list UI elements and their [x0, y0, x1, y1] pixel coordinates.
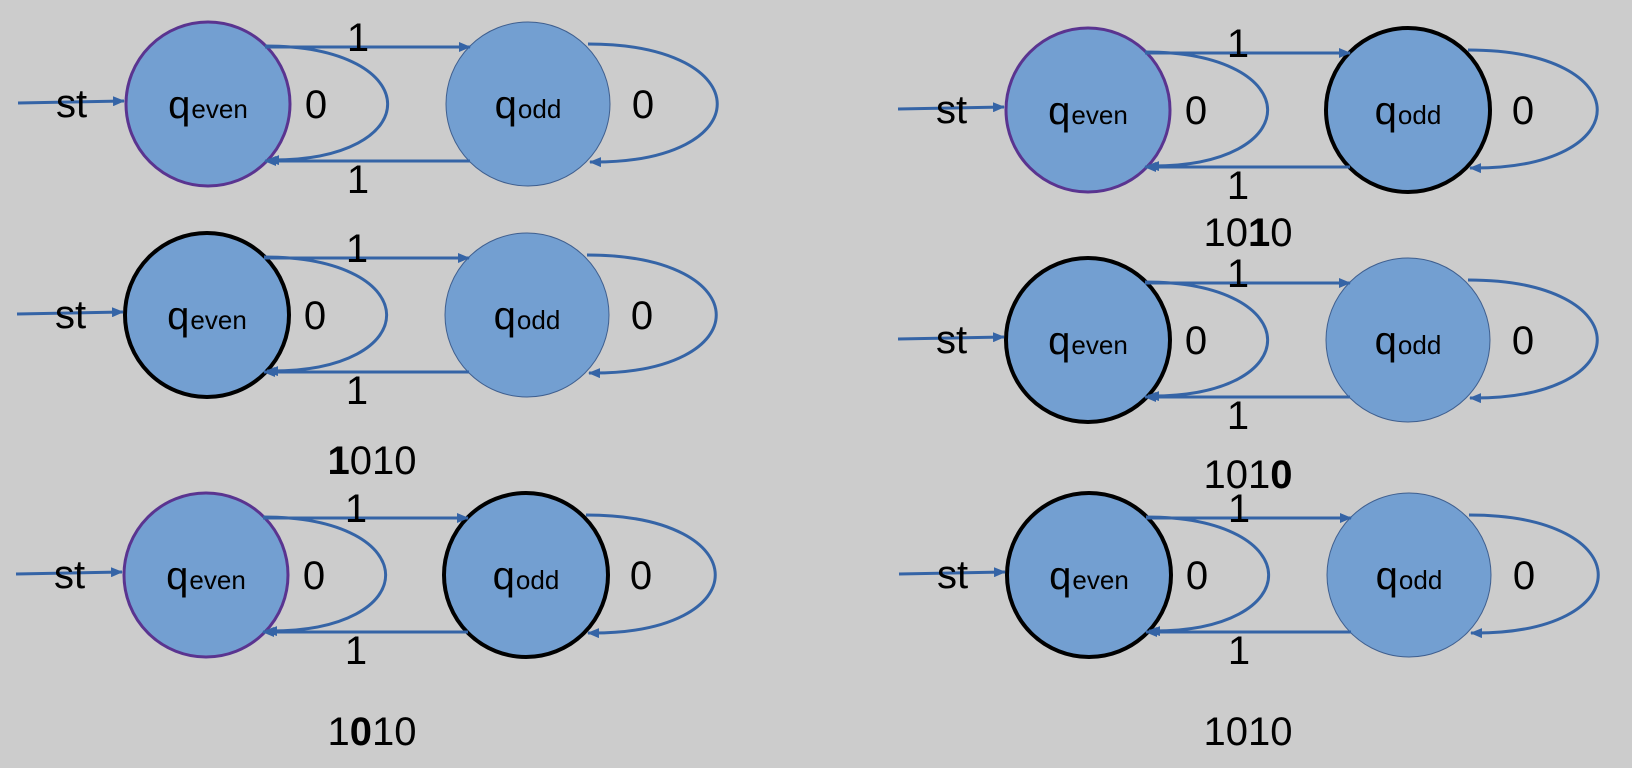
state-q-odd-label: qodd: [1375, 319, 1442, 363]
current-symbol: 1: [328, 439, 350, 483]
self-loop-odd: [586, 253, 718, 379]
self-loop-odd: [585, 513, 717, 639]
state-q-odd: [442, 491, 610, 659]
start-label: st: [936, 318, 967, 362]
self-loop-odd: [587, 42, 719, 168]
start-arrow: [897, 102, 1005, 113]
current-symbol: 0: [350, 710, 372, 754]
state-q-even-label: qeven: [1048, 89, 1128, 133]
start-arrow: [16, 307, 124, 318]
start-arrow: [15, 567, 123, 578]
state-q-even: [1004, 256, 1172, 424]
state-q-even-label: qeven: [166, 554, 246, 598]
start-label: st: [936, 88, 967, 132]
state-q-odd: [445, 21, 611, 187]
start-arrow: [898, 567, 1006, 578]
self-loop-even-label: 0: [1185, 319, 1207, 363]
self-loop-even: [262, 515, 387, 637]
state-q-even: [1005, 491, 1173, 659]
edge-odd-to-even-label: 1: [1228, 629, 1250, 673]
self-loop-even: [1144, 280, 1269, 402]
state-q-odd-label: qodd: [494, 294, 561, 338]
self-loop-odd-label: 0: [1512, 89, 1534, 133]
self-loop-even: [263, 255, 388, 377]
state-q-even-label: qeven: [1048, 319, 1128, 363]
state-q-odd: [1325, 257, 1491, 423]
self-loop-odd: [1467, 278, 1599, 404]
start-arrow: [897, 332, 1005, 343]
edge-even-to-odd-label: 1: [345, 487, 367, 531]
state-q-even: [1004, 26, 1172, 194]
edge-even-to-odd-label: 1: [1227, 252, 1249, 296]
self-loop-even-label: 0: [305, 83, 327, 127]
self-loop-odd-label: 0: [631, 294, 653, 338]
self-loop-even-label: 0: [1185, 89, 1207, 133]
self-loop-even: [1145, 515, 1270, 637]
state-q-odd: [444, 232, 610, 398]
start-label: st: [55, 293, 86, 337]
input-string-caption: 1010: [1204, 710, 1293, 754]
state-q-even: [124, 20, 292, 188]
edge-even-to-odd-label: 1: [346, 227, 368, 271]
edge-odd-to-even-label: 1: [1227, 164, 1249, 208]
input-string-caption: 1010: [328, 710, 417, 754]
current-symbol: 0: [1270, 453, 1292, 497]
edge-odd-to-even-label: 1: [345, 629, 367, 673]
self-loop-even: [264, 44, 389, 166]
state-q-odd-label: qodd: [1376, 554, 1443, 598]
state-q-even: [122, 491, 290, 659]
edge-even-to-odd-label: 1: [1228, 487, 1250, 531]
start-label: st: [54, 553, 85, 597]
state-q-odd: [1324, 26, 1492, 194]
edge-odd-to-even-label: 1: [346, 369, 368, 413]
self-loop-odd-label: 0: [1512, 319, 1534, 363]
self-loop-odd-label: 0: [632, 83, 654, 127]
self-loop-even-label: 0: [303, 554, 325, 598]
self-loop-odd-label: 0: [1513, 554, 1535, 598]
start-arrow: [17, 96, 125, 107]
state-q-even: [123, 231, 291, 399]
current-symbol: 1: [1248, 211, 1270, 255]
input-string-caption: 1010: [328, 439, 417, 483]
state-q-odd-label: qodd: [1375, 89, 1442, 133]
state-q-even-label: qeven: [1049, 554, 1129, 598]
self-loop-odd-label: 0: [630, 554, 652, 598]
edge-odd-to-even-label: 1: [1227, 394, 1249, 438]
edge-even-to-odd-label: 1: [1227, 22, 1249, 66]
self-loop-even-label: 0: [304, 294, 326, 338]
input-string-caption: 1010: [1204, 453, 1293, 497]
state-q-odd-label: qodd: [493, 554, 560, 598]
edge-odd-to-even-label: 1: [347, 158, 369, 202]
input-string-caption: 1010: [1204, 211, 1293, 255]
state-q-even-label: qeven: [168, 83, 248, 127]
edge-even-to-odd-label: 1: [347, 16, 369, 60]
state-q-even-label: qeven: [167, 294, 247, 338]
start-label: st: [937, 553, 968, 597]
state-q-odd: [1326, 492, 1492, 658]
start-label: st: [56, 82, 87, 126]
self-loop-even: [1144, 50, 1269, 172]
self-loop-even-label: 0: [1186, 554, 1208, 598]
state-q-odd-label: qodd: [495, 83, 562, 127]
self-loop-odd: [1467, 48, 1599, 174]
self-loop-odd: [1468, 513, 1600, 639]
